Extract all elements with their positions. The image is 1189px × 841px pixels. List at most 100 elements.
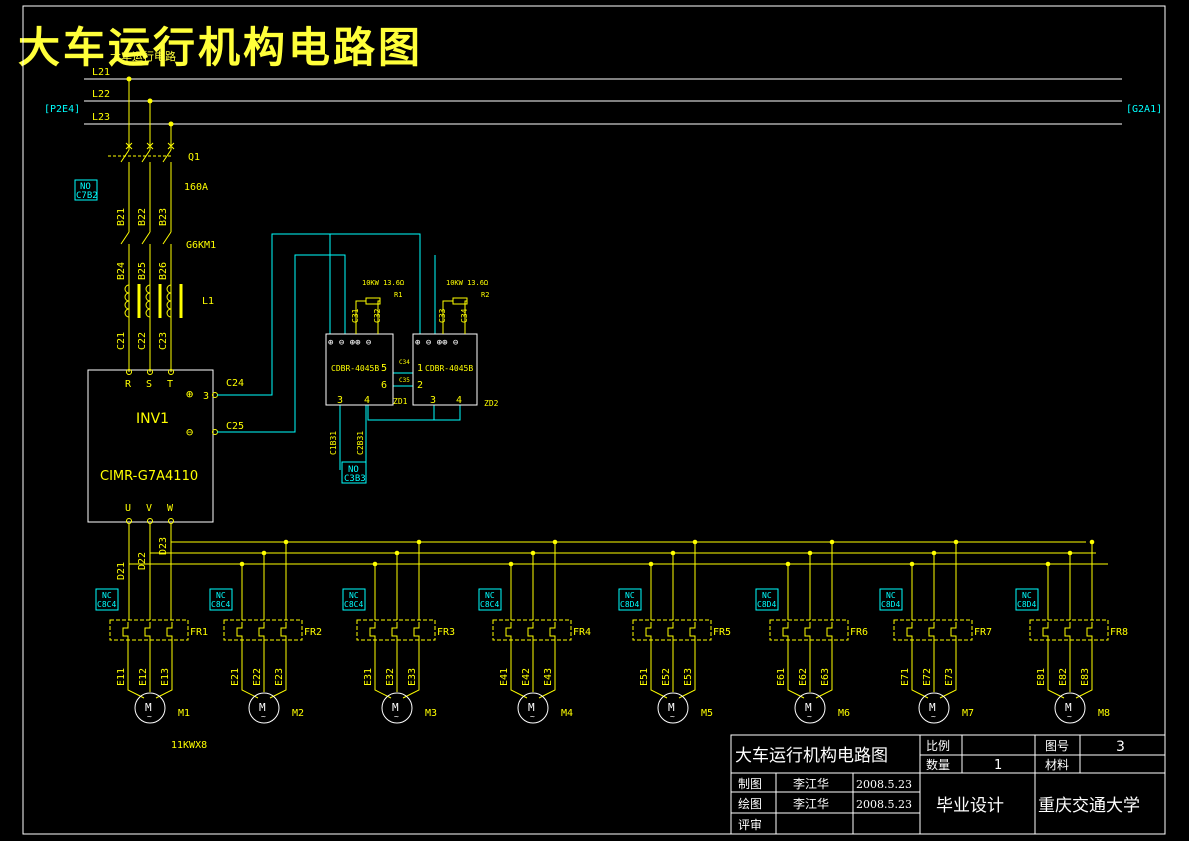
dc-minus-wire-label: C25: [226, 421, 244, 432]
bus-ref-left: [P2E4]: [44, 104, 80, 115]
tap-dot: [239, 561, 245, 567]
braking-unit-2-tag: ZD2: [484, 399, 499, 408]
motor-wire-label: E21: [230, 668, 241, 686]
inverter-out-v: V: [146, 503, 152, 514]
motor-wire-label: E81: [1036, 668, 1047, 686]
motor-symbol: [918, 692, 950, 724]
tap-dot: [261, 550, 267, 556]
nc-ref-box: [1015, 588, 1039, 611]
braking-no-ref1: NO: [348, 465, 359, 475]
braking-resistor-1-wires: [355, 300, 380, 334]
motor-wire-label: E31: [363, 668, 374, 686]
tap-dot: [283, 539, 289, 545]
tb-date-1: 2008.5.23: [856, 778, 912, 791]
motor-symbol: [381, 692, 413, 724]
thermal-relay-box: [893, 619, 973, 641]
motor-symbol: [1054, 692, 1086, 724]
tb-person-2: 李江华: [793, 796, 829, 811]
tap-dot: [931, 550, 937, 556]
tap-dot: [785, 561, 791, 567]
braking-unit-2-t1: 1: [417, 363, 423, 374]
inverter-minus: ⊖: [186, 425, 193, 439]
braking-unit-1-t4: 4: [364, 395, 370, 406]
motor-letter: M: [259, 701, 266, 714]
motor-tag: M7: [962, 708, 974, 719]
motor-symbol: [517, 692, 549, 724]
braking-unit-2-t2: 2: [417, 380, 423, 391]
inverter-model: CIMR-G7A4110: [100, 469, 198, 484]
tb-role-3: 评审: [738, 817, 762, 832]
motor-wire-label: E61: [776, 668, 787, 686]
nc-ref-box: [209, 588, 233, 611]
breaker-no-box: [74, 179, 98, 201]
thermal-relay-box: [1029, 619, 1109, 641]
title-block: [730, 734, 1166, 835]
thermal-relay-tag: FR8: [1110, 627, 1128, 638]
thermal-relay-box: [492, 619, 572, 641]
tb-name: 大车运行机构电路图: [735, 746, 888, 766]
thermal-relay-tag: FR1: [190, 627, 208, 638]
nc-ref: C8D4: [757, 600, 776, 609]
motor-wire-label: E53: [683, 668, 694, 686]
braking-resistor-1-tag: R1: [394, 291, 402, 299]
braking-resistor-1-rating: 10KW 13.6Ω: [362, 279, 404, 287]
motor-wire-label: E73: [944, 668, 955, 686]
link-wire-1: C34: [399, 359, 410, 366]
thermal-relay-box: [769, 619, 849, 641]
motor-wire-label: E51: [639, 668, 650, 686]
tap-dot: [692, 539, 698, 545]
svg-text:B21: B21: [116, 208, 127, 226]
nc-ref: C8C4: [480, 600, 499, 609]
nc-ref: C8C4: [97, 600, 116, 609]
motor-symbol: [794, 692, 826, 724]
thermal-relay-tag: FR7: [974, 627, 992, 638]
tap-dot: [1067, 550, 1073, 556]
nc-label: NC: [1022, 591, 1032, 600]
motor-wire-label: E41: [499, 668, 510, 686]
motor-tag: M5: [701, 708, 713, 719]
motor-wire-label: E72: [922, 668, 933, 686]
motor-wave: ~: [394, 712, 399, 721]
resistor-2-wire-a: C33: [438, 308, 447, 323]
out-wire-d22: D22: [137, 552, 148, 570]
motor-wave: ~: [931, 712, 936, 721]
svg-text:B25: B25: [137, 262, 148, 280]
motor-wire-label: E82: [1058, 668, 1069, 686]
bus-ref-right: [G2A1]: [1126, 104, 1162, 115]
resistor-1-wire-a: C31: [351, 308, 360, 323]
braking-resistor-2-rating: 10KW 13.6Ω: [446, 279, 488, 287]
nc-label: NC: [886, 591, 896, 600]
out-wire-d21: D21: [116, 562, 127, 580]
tb-date-2: 2008.5.23: [856, 798, 912, 811]
breaker-no-ref1: NO: [80, 182, 91, 192]
braking-unit-1-symbols: ⊕ ⊖ ⊕⊕ ⊖: [328, 338, 371, 348]
motor-wire-label: E13: [160, 668, 171, 686]
tb-scale-label: 比例: [926, 739, 950, 753]
thermal-relay-tag: FR3: [437, 627, 455, 638]
motor-wire-label: E33: [407, 668, 418, 686]
motor-tag: M3: [425, 708, 437, 719]
motor-wire-label: E63: [820, 668, 831, 686]
motor-letter: M: [392, 701, 399, 714]
tap-dot: [372, 561, 378, 567]
tb-role-2: 绘图: [738, 796, 762, 811]
braking-unit-2-model: CDBR-4045B: [425, 364, 473, 373]
svg-text:C21: C21: [116, 332, 127, 350]
tb-school: 重庆交通大学: [1038, 796, 1140, 816]
inverter-output-wires: [128, 524, 1108, 620]
tb-material-label: 材料: [1045, 758, 1069, 772]
tb-person-1: 李江华: [793, 776, 829, 791]
tap-dot: [670, 550, 676, 556]
tb-qty-value: 1: [994, 758, 1002, 773]
tb-qty-label: 数量: [926, 757, 950, 772]
nc-ref: C8C4: [211, 600, 230, 609]
nc-label: NC: [349, 591, 359, 600]
nc-ref-box: [879, 588, 903, 611]
tb-sheet-label: 图号: [1045, 739, 1069, 753]
tap-dot: [508, 561, 514, 567]
nc-ref-box: [755, 588, 779, 611]
nc-label: NC: [485, 591, 495, 600]
